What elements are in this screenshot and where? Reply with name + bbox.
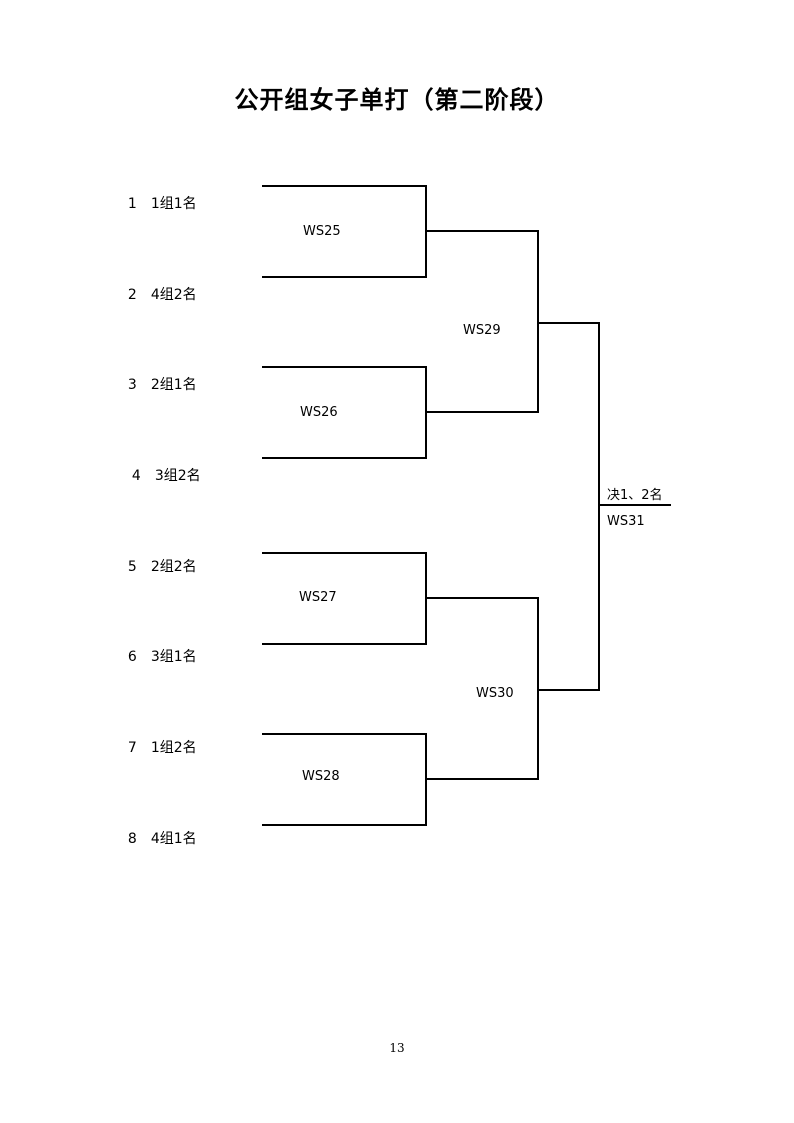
match-label-ws25: WS25 <box>303 224 341 239</box>
entry-1: 1 1组1名 <box>119 177 197 213</box>
entry-seed: 5 <box>127 559 137 575</box>
bracket-line <box>262 643 427 645</box>
entry-5: 5 2组2名 <box>119 540 197 576</box>
entry-7: 7 1组2名 <box>119 721 197 757</box>
match-label-ws28: WS28 <box>302 769 340 784</box>
page-title: 公开组女子单打（第二阶段） <box>234 86 560 114</box>
match-label-ws29: WS29 <box>463 323 501 338</box>
entry-seed: 2 <box>127 287 137 303</box>
match-label-ws26: WS26 <box>300 405 338 420</box>
bracket-line <box>598 322 600 691</box>
bracket-line <box>262 366 427 368</box>
entry-name: 2组2名 <box>150 559 197 575</box>
entry-seed: 6 <box>127 649 137 665</box>
entry-name: 2组1名 <box>150 377 197 393</box>
entry-seed: 1 <box>127 196 137 212</box>
entry-8: 8 4组1名 <box>119 812 197 848</box>
page-number: 13 <box>389 1041 405 1055</box>
bracket-line <box>262 457 427 459</box>
entry-name: 4组2名 <box>150 287 197 303</box>
entry-3: 3 2组1名 <box>119 358 197 394</box>
entry-name: 3组2名 <box>154 468 201 484</box>
final-winner-line <box>598 504 671 506</box>
bracket-line <box>425 411 539 413</box>
match-label-ws30: WS30 <box>476 686 514 701</box>
bracket-line <box>425 597 539 599</box>
match-label-ws31: WS31 <box>607 514 645 529</box>
entry-name: 4组1名 <box>150 831 197 847</box>
bracket-line <box>537 689 600 691</box>
bracket-line <box>262 552 427 554</box>
bracket-line <box>425 778 539 780</box>
bracket-line <box>262 733 427 735</box>
bracket-line <box>262 185 427 187</box>
entry-name: 1组1名 <box>150 196 197 212</box>
bracket-line <box>537 597 539 780</box>
entry-6: 6 3组1名 <box>119 630 197 666</box>
bracket-line <box>537 230 539 413</box>
entry-2: 2 4组2名 <box>119 268 197 304</box>
entry-name: 1组2名 <box>150 740 197 756</box>
entry-seed: 4 <box>131 468 141 484</box>
bracket-line <box>262 824 427 826</box>
bracket-line <box>425 230 539 232</box>
final-place-label: 决1、2名 <box>607 488 663 503</box>
entry-seed: 7 <box>127 740 137 756</box>
match-label-ws27: WS27 <box>299 590 337 605</box>
bracket-line <box>262 276 427 278</box>
entry-seed: 8 <box>127 831 137 847</box>
entry-name: 3组1名 <box>150 649 197 665</box>
entry-4: 4 3组2名 <box>123 449 201 485</box>
entry-seed: 3 <box>127 377 137 393</box>
bracket-line <box>537 322 600 324</box>
